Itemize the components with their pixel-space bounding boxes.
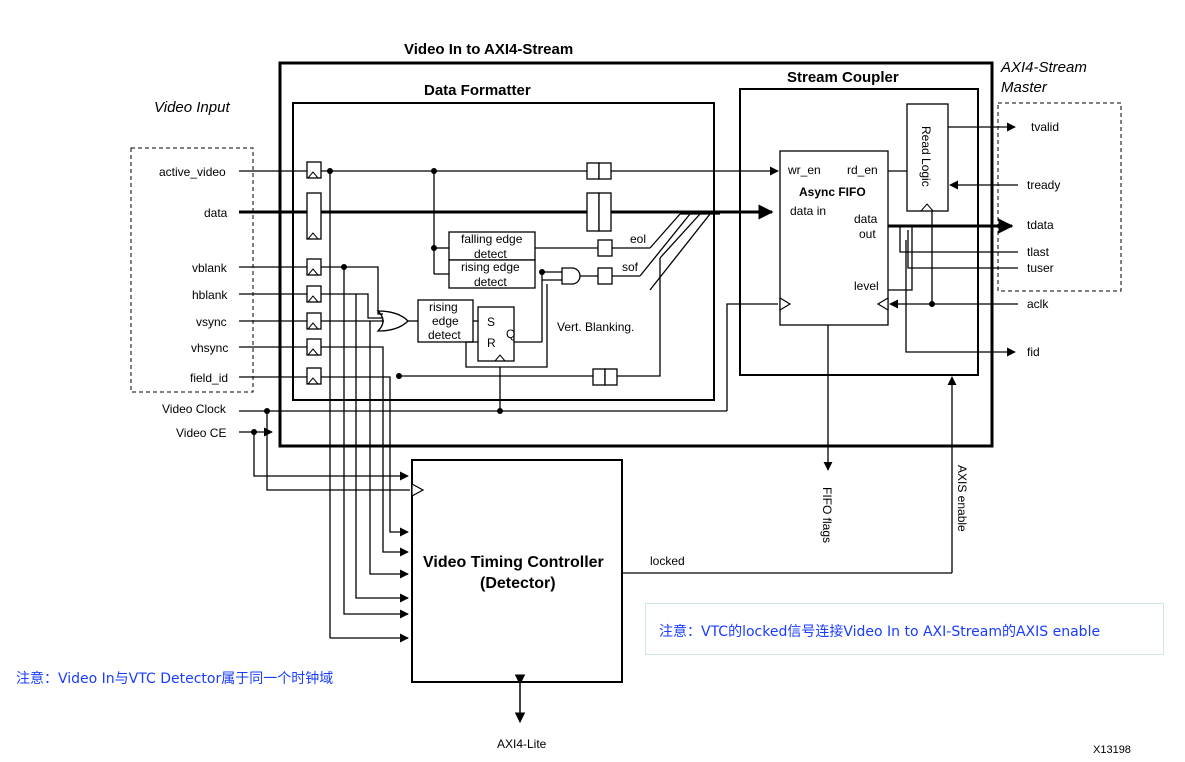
stream-coupler-box — [739, 88, 979, 376]
output-tvalid: tvalid — [1031, 120, 1059, 134]
input-vhsync: vhsync — [191, 341, 228, 355]
output-tdata: tdata — [1027, 218, 1054, 232]
fifo-wr-en: wr_en — [787, 163, 821, 177]
fifo-title: Async FIFO — [799, 185, 866, 199]
sr-s-label: S — [487, 315, 495, 329]
junction-vblank — [341, 264, 347, 270]
eol-label: eol — [630, 232, 646, 246]
axi4-master-group — [997, 102, 1122, 292]
sr-latch — [477, 306, 515, 362]
input-vblank: vblank — [192, 261, 228, 275]
input-registers — [306, 161, 322, 385]
junction-clock-b — [497, 408, 503, 414]
pipeline-registers — [586, 162, 618, 386]
sof-label: sof — [622, 260, 639, 274]
fifo-data-out-1: data — [854, 212, 878, 226]
vtc-title-1: Video Timing Controller — [423, 554, 604, 571]
junction-ce — [251, 429, 257, 435]
rising-edge-top-label-1: rising edge — [461, 260, 520, 274]
output-fid: fid — [1027, 345, 1040, 359]
output-tuser: tuser — [1027, 261, 1054, 275]
falling-edge-label-1: falling edge — [461, 232, 523, 246]
junction-sof — [539, 269, 545, 275]
rising-edge-left-label-3: detect — [428, 328, 461, 342]
output-aclk: aclk — [1027, 297, 1049, 311]
axis-enable-label: AXIS enable — [955, 465, 969, 532]
core-box — [278, 61, 994, 448]
note-clock-domain: 注意：Video In与VTC Detector属于同一个时钟域 — [16, 671, 334, 687]
read-logic-clock — [920, 203, 934, 212]
fifo-data-out-2: out — [859, 227, 876, 241]
fifo-read-clock — [876, 296, 889, 312]
junction-edge-detect — [431, 168, 437, 174]
vert-blanking-label: Vert. Blanking. — [557, 320, 634, 334]
input-wires — [239, 170, 307, 378]
junction-clock-a — [264, 408, 270, 414]
video-input-group — [130, 147, 254, 393]
eol-sof-logic — [514, 239, 650, 343]
sideband-bus — [639, 213, 720, 291]
read-logic-label: Read Logic — [919, 126, 933, 187]
data-formatter-title: Data Formatter — [424, 82, 531, 99]
stream-coupler-title: Stream Coupler — [787, 69, 899, 86]
input-vsync: vsync — [196, 315, 227, 329]
input-hblank: hblank — [192, 288, 228, 302]
input-active-video: active_video — [159, 165, 226, 179]
axi4-master-title-2: Master — [1001, 79, 1048, 96]
input-field-id: field_id — [190, 371, 228, 385]
vtc-block — [411, 459, 623, 683]
fifo-data-in: data in — [790, 204, 826, 218]
axi4-lite-label: AXI4-Lite — [497, 737, 547, 751]
vtc-title-2: (Detector) — [480, 575, 556, 592]
rising-edge-top-label-2: detect — [474, 275, 507, 289]
fifo-write-clock — [779, 296, 792, 312]
junction-active-video — [327, 168, 333, 174]
read-logic — [906, 103, 949, 212]
fifo-flags-label: FIFO flags — [820, 487, 834, 543]
register-clock-marks — [307, 171, 319, 385]
input-video-ce: Video CE — [176, 426, 226, 440]
coupler-wires — [823, 122, 1018, 521]
falling-edge-label-2: detect — [474, 247, 507, 261]
field-id-path — [399, 258, 661, 377]
junction-aclk — [929, 301, 935, 307]
vtc-input-wires — [321, 267, 409, 643]
input-video-clock: Video Clock — [162, 402, 227, 416]
sr-q-label: Q — [506, 327, 515, 341]
input-data: data — [204, 206, 228, 220]
active-video-path — [321, 166, 779, 638]
axi4-master-title-1: AXI4-Stream — [1000, 59, 1087, 76]
note-box — [645, 603, 1164, 655]
data-formatter-box — [292, 102, 715, 401]
locked-label: locked — [650, 554, 685, 568]
async-fifo — [779, 150, 889, 326]
junction-edge-detect-b — [431, 245, 437, 251]
figure-id: X13198 — [1093, 744, 1131, 756]
edge-detect-blocks — [417, 231, 536, 343]
core-title: Video In to AXI4-Stream — [404, 41, 573, 58]
fifo-rd-en: rd_en — [847, 163, 878, 177]
rising-edge-left-label-2: edge — [432, 314, 459, 328]
rising-edge-left-label-1: rising — [429, 300, 458, 314]
sr-reset-wire — [465, 284, 548, 368]
sr-clock-mark — [494, 354, 506, 362]
video-input-title: Video Input — [154, 99, 230, 116]
clock-wires — [239, 303, 778, 491]
output-tready: tready — [1027, 178, 1060, 192]
vtc-clock — [411, 482, 425, 498]
sr-r-label: R — [487, 336, 496, 350]
output-tlast: tlast — [1027, 245, 1050, 259]
fifo-level: level — [854, 279, 879, 293]
note-locked-axis-enable: 注意：VTC的locked信号连接Video In to AXI-Stream的… — [659, 624, 1101, 640]
